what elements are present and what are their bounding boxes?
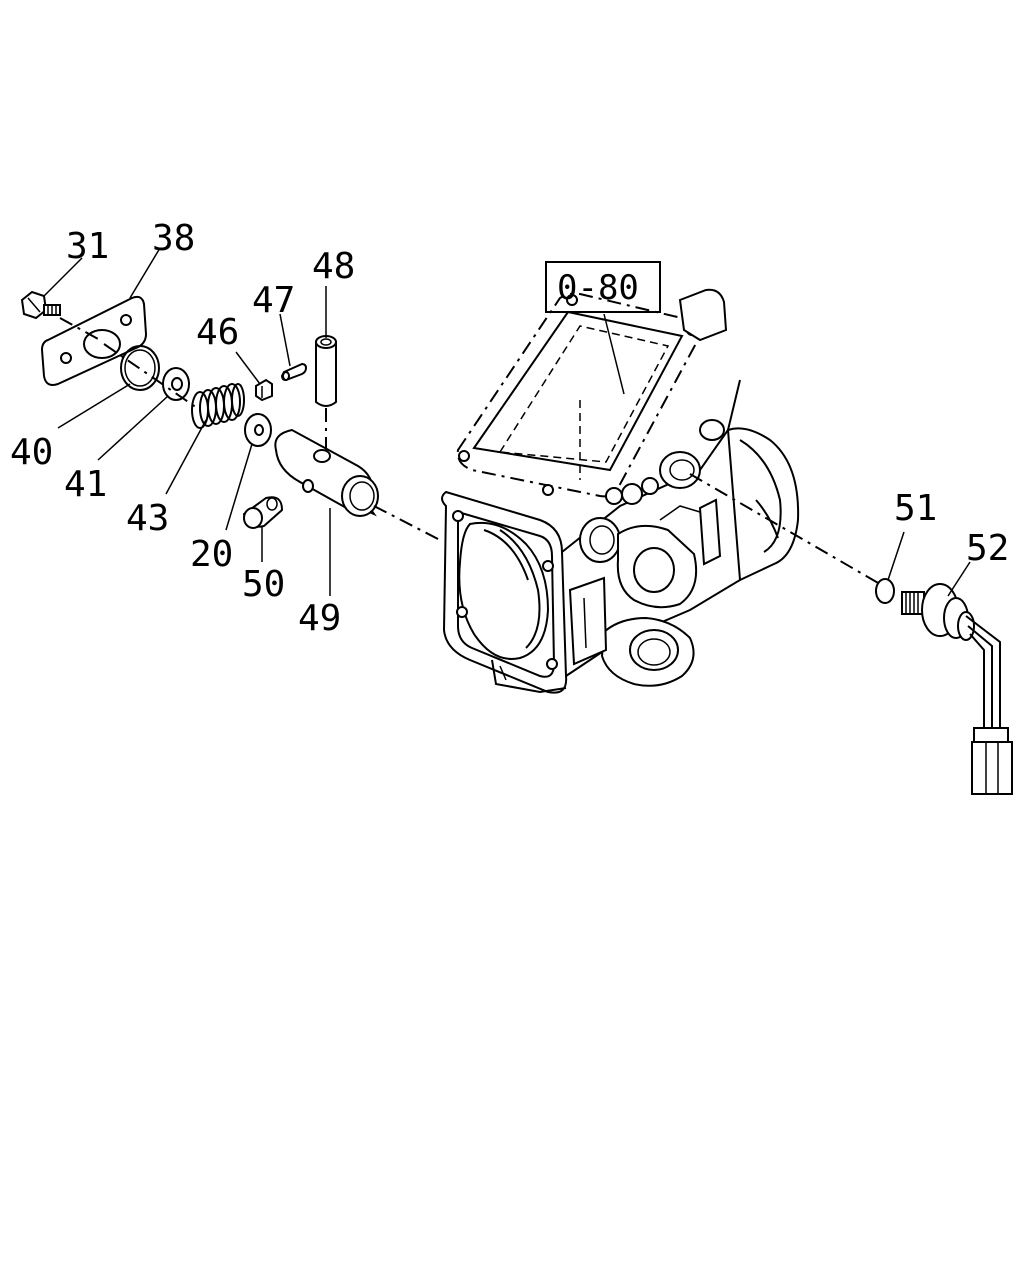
part-43-spring (191, 383, 245, 429)
label-47: 47 (252, 280, 295, 321)
label-49: 49 (298, 598, 341, 639)
main-housing (441, 288, 800, 694)
label-38: 38 (152, 218, 195, 259)
part-41-washer (162, 367, 190, 401)
part-47-pin (280, 362, 308, 382)
part-48-shaft (315, 335, 337, 407)
label-20: 20 (190, 534, 233, 575)
part-50-roller (242, 496, 284, 529)
label-51: 51 (894, 488, 937, 529)
part-49-sleeve (274, 428, 379, 517)
part-40-o-ring (120, 345, 160, 391)
part-38-cover-plate (40, 295, 148, 386)
label-41: 41 (64, 464, 107, 505)
label-31: 31 (66, 226, 109, 267)
part-51-o-ring (875, 578, 895, 604)
part-31-bolt (20, 290, 61, 320)
assembly-axis-lines (59, 317, 881, 585)
label-52: 52 (966, 528, 1009, 569)
part-20-washer (244, 413, 272, 447)
part-52-sensor (901, 583, 1013, 795)
reference-box-label: 0-80 (557, 268, 639, 308)
label-50: 50 (242, 564, 285, 605)
leader-lines (43, 247, 971, 597)
label-48: 48 (312, 246, 355, 287)
label-46: 46 (196, 312, 239, 353)
part-labels: 31 38 48 47 46 40 41 43 20 50 49 51 52 (10, 218, 1009, 639)
label-43: 43 (126, 498, 169, 539)
reference-box: 0-80 (545, 261, 661, 313)
label-40: 40 (10, 432, 53, 473)
part-46-clip (255, 378, 273, 402)
